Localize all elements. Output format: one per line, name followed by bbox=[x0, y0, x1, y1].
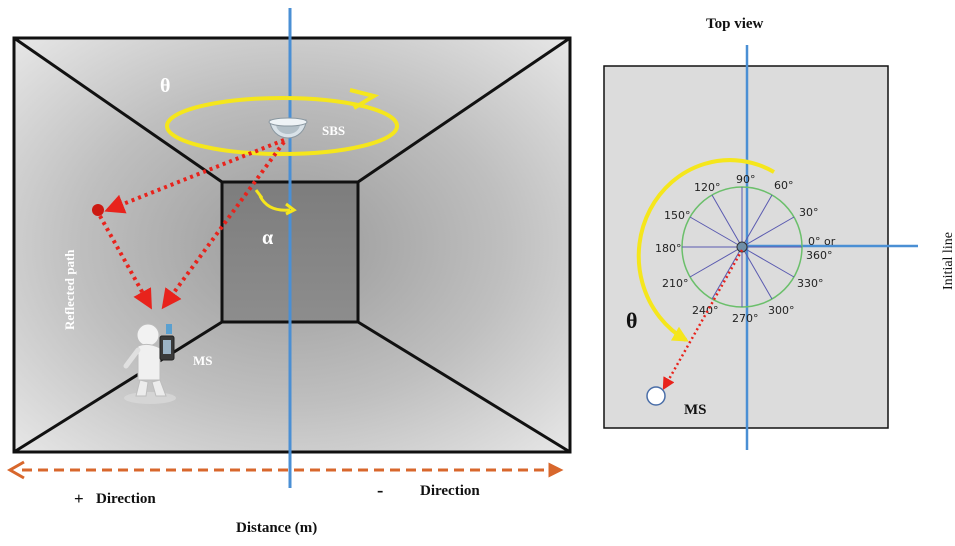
angle-label-180: 180° bbox=[655, 242, 682, 255]
room-edge-top-right bbox=[357, 36, 571, 184]
top-view: Top view 0° or 360° 30° 60° 90° 120° 150… bbox=[603, 16, 955, 450]
angle-spoke-210 bbox=[689, 246, 743, 278]
top-view-ms-direction bbox=[662, 249, 744, 391]
angle-label-330: 330° bbox=[797, 277, 824, 290]
angle-spoke-240 bbox=[711, 246, 743, 300]
top-view-rotation-arc bbox=[636, 158, 775, 342]
top-view-ms-label: MS bbox=[684, 402, 707, 418]
reflection-point bbox=[92, 204, 104, 216]
angle-label-240: 240° bbox=[692, 304, 719, 317]
alpha-arc-icon bbox=[258, 195, 291, 212]
angle-label-150: 150° bbox=[664, 209, 691, 222]
room-edge-bottom-right bbox=[357, 320, 571, 454]
angle-spoke-30 bbox=[741, 216, 795, 248]
alpha-label: α bbox=[262, 227, 273, 249]
distance-arrow-left-icon bbox=[6, 460, 25, 480]
angle-spoke-330 bbox=[741, 246, 795, 278]
room-ms-label: MS bbox=[193, 353, 213, 368]
top-view-theta-label: θ bbox=[626, 308, 637, 333]
top-view-ms-marker bbox=[646, 386, 666, 406]
minus-sign: - bbox=[377, 480, 383, 501]
angle-spoke-120 bbox=[711, 194, 743, 248]
angle-spoke-60 bbox=[741, 194, 773, 248]
angle-spokes bbox=[682, 187, 802, 307]
angle-label-270: 270° bbox=[732, 312, 759, 325]
reflected-path-bounce bbox=[98, 215, 152, 310]
room-edge-top-left bbox=[13, 36, 223, 184]
angle-label-300: 300° bbox=[768, 304, 795, 317]
angle-spoke-300 bbox=[741, 246, 773, 300]
initial-line-label: Initial line bbox=[941, 232, 955, 290]
sbs-antenna-icon bbox=[268, 117, 308, 139]
room-edge-bottom-left bbox=[13, 320, 223, 454]
angle-label-60: 60° bbox=[774, 179, 794, 192]
room-theta-label: θ bbox=[160, 75, 170, 97]
reflected-path-label: Reflected path bbox=[62, 249, 77, 330]
rotation-ellipse bbox=[165, 96, 399, 156]
angle-label-360: 360° bbox=[806, 249, 833, 262]
ms-user-figure-icon bbox=[123, 323, 176, 404]
plus-sign: + bbox=[74, 489, 84, 508]
angle-label-120: 120° bbox=[694, 181, 721, 194]
minus-direction-label: Direction bbox=[420, 483, 480, 499]
sbs-label: SBS bbox=[322, 123, 345, 138]
angle-label-210: 210° bbox=[662, 277, 689, 290]
alpha-arrow-icon bbox=[254, 189, 297, 216]
top-view-title: Top view bbox=[706, 16, 764, 32]
direct-path bbox=[161, 140, 286, 310]
angle-spoke-150 bbox=[689, 216, 743, 248]
angle-label-30: 30° bbox=[799, 206, 819, 219]
distance-axis-label: Distance (m) bbox=[236, 520, 317, 536]
room-view: θ SBS α Reflected path MS bbox=[12, 8, 572, 488]
angle-label-90: 90° bbox=[736, 173, 756, 186]
rotation-arrow-icon bbox=[349, 88, 380, 110]
plus-direction-label: Direction bbox=[96, 491, 156, 507]
angle-label-0: 0° or bbox=[808, 235, 836, 248]
distance-axis: + Direction - Direction Distance (m) bbox=[6, 460, 564, 536]
